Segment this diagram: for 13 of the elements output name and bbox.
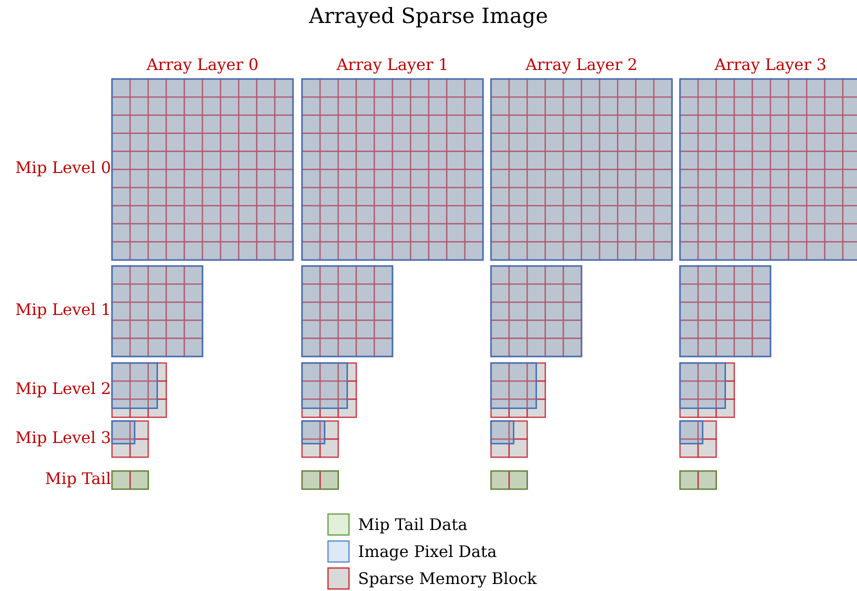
legend-label: Image Pixel Data (358, 542, 497, 561)
column-label: Array Layer 3 (713, 55, 828, 74)
row-label: Mip Level 2 (15, 379, 111, 398)
column-label: Array Layer 2 (524, 55, 639, 74)
row-label: Mip Tail (44, 469, 111, 488)
column-label: Array Layer 1 (335, 55, 450, 74)
legend-label: Mip Tail Data (358, 515, 468, 534)
row-label: Mip Level 1 (15, 300, 111, 319)
row-label: Mip Level 3 (15, 428, 111, 447)
diagram-title: Arrayed Sparse Image (308, 4, 550, 28)
column-label: Array Layer 0 (145, 55, 260, 74)
legend-label: Sparse Memory Block (358, 569, 537, 588)
row-label: Mip Level 0 (15, 158, 111, 177)
